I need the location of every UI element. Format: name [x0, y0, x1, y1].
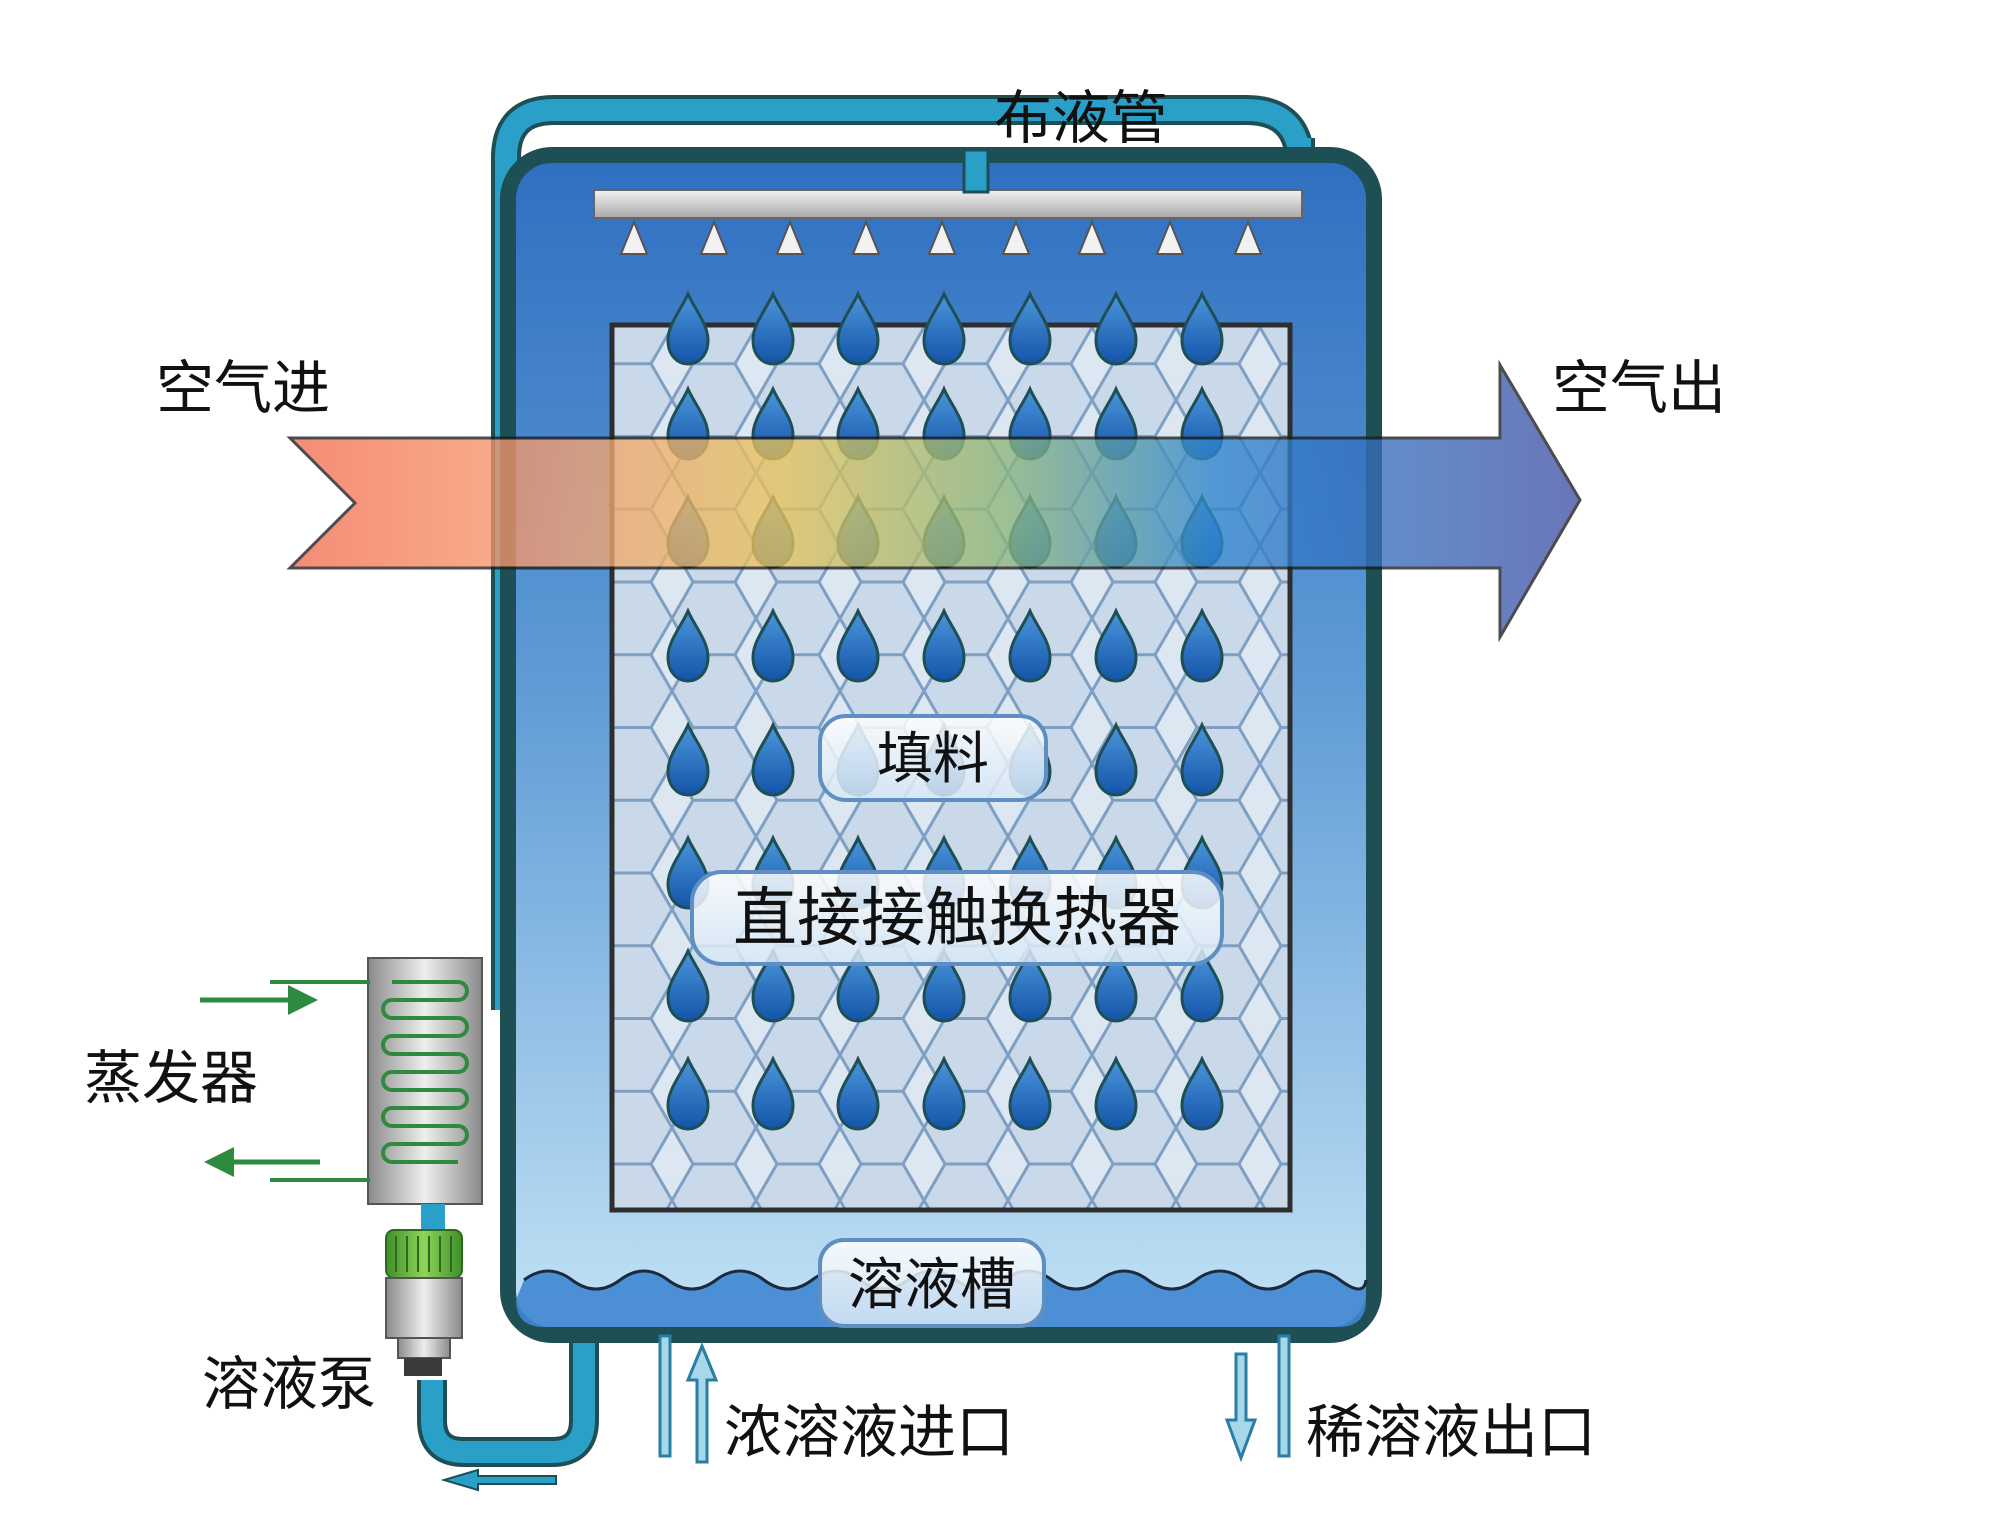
packing-label: 填料	[877, 727, 989, 792]
droplet	[666, 947, 710, 1023]
exchanger-label-pill: 直接接触换热器	[690, 870, 1224, 966]
droplet	[751, 607, 795, 683]
droplet	[666, 290, 710, 366]
strong-solution-inlet-pipes	[658, 1334, 719, 1464]
nozzle	[851, 219, 881, 255]
droplet	[836, 1055, 880, 1131]
droplet	[751, 290, 795, 366]
evaporator	[200, 957, 483, 1205]
nozzle-row	[619, 219, 1263, 255]
evaporator-label: 蒸发器	[84, 1044, 258, 1112]
droplet	[922, 1055, 966, 1131]
distributor-pipe	[593, 148, 1303, 255]
nozzle	[1233, 219, 1263, 255]
sump-label-pill: 溶液槽	[818, 1238, 1046, 1328]
droplet	[751, 1055, 795, 1131]
distributor-label: 布液管	[994, 84, 1168, 152]
weak-outlet-label: 稀溶液出口	[1306, 1398, 1596, 1466]
nozzle	[775, 219, 805, 255]
droplet	[751, 947, 795, 1023]
nozzle	[927, 219, 957, 255]
droplet	[1180, 721, 1224, 797]
droplet	[1180, 607, 1224, 683]
droplet	[1008, 1055, 1052, 1131]
strong-inlet-label: 浓溶液进口	[724, 1398, 1014, 1466]
droplet	[1094, 607, 1138, 683]
nozzle	[699, 219, 729, 255]
pump-label: 溶液泵	[202, 1350, 376, 1418]
droplet	[751, 721, 795, 797]
packing-label-pill: 填料	[818, 714, 1048, 802]
sump-label: 溶液槽	[848, 1253, 1016, 1318]
droplet	[1008, 607, 1052, 683]
air-in-label: 空气进	[156, 354, 330, 422]
weak-solution-outlet-pipes	[1224, 1334, 1291, 1463]
nozzle	[619, 219, 649, 255]
return-flow-arrow	[440, 1468, 557, 1492]
droplet	[666, 607, 710, 683]
droplet	[1008, 947, 1052, 1023]
droplet	[922, 947, 966, 1023]
nozzle	[1077, 219, 1107, 255]
droplet	[836, 290, 880, 366]
droplet	[836, 947, 880, 1023]
droplet	[836, 607, 880, 683]
droplet	[922, 607, 966, 683]
droplet	[666, 1055, 710, 1131]
nozzle	[1001, 219, 1031, 255]
droplet	[1180, 947, 1224, 1023]
droplet	[1180, 290, 1224, 366]
air-flow-arrow	[286, 359, 1582, 643]
droplet	[1094, 290, 1138, 366]
droplet	[1094, 1055, 1138, 1131]
droplet	[1008, 290, 1052, 366]
droplet	[1180, 1055, 1224, 1131]
droplet	[922, 290, 966, 366]
exchanger-label: 直接接触换热器	[733, 882, 1181, 956]
droplet	[1094, 721, 1138, 797]
droplet	[1094, 947, 1138, 1023]
air-out-label: 空气出	[1552, 354, 1726, 422]
nozzle	[1155, 219, 1185, 255]
droplet	[666, 721, 710, 797]
solution-pump	[385, 1204, 463, 1376]
solution-pipe	[417, 95, 1315, 1467]
